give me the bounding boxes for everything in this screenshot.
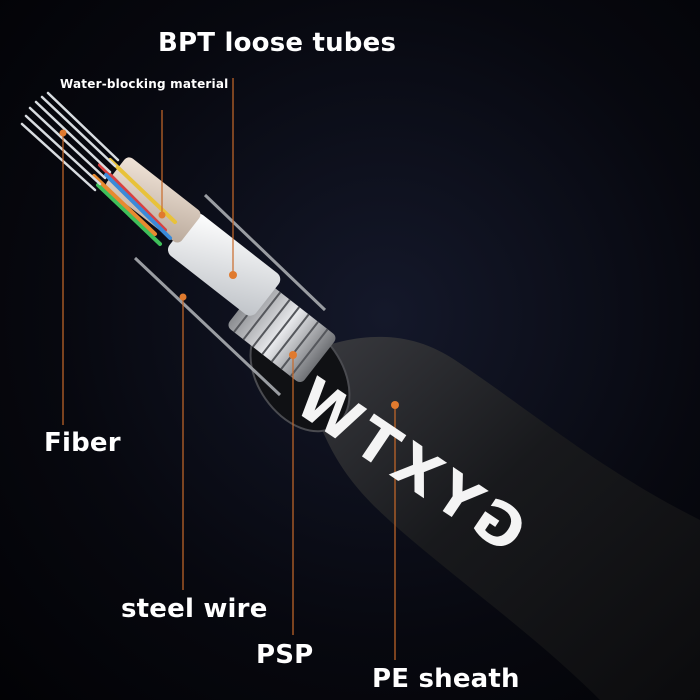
label-steel-wire: steel wire bbox=[121, 594, 268, 624]
label-pe-sheath: PE sheath bbox=[372, 664, 520, 694]
fiber-bundle-shape bbox=[20, 91, 120, 192]
label-psp: PSP bbox=[256, 640, 314, 670]
leader-lines bbox=[62, 78, 396, 660]
label-fiber: Fiber bbox=[44, 428, 121, 458]
colored-fibers bbox=[92, 158, 177, 246]
steel-wires-shape bbox=[133, 193, 327, 397]
marker-dots bbox=[59, 129, 399, 409]
label-water-blocking: Water-blocking material bbox=[60, 77, 229, 91]
label-bpt-loose-tubes: BPT loose tubes bbox=[158, 28, 397, 58]
loose-tube-shape bbox=[167, 213, 281, 316]
pe-sheath-shape bbox=[300, 336, 700, 700]
